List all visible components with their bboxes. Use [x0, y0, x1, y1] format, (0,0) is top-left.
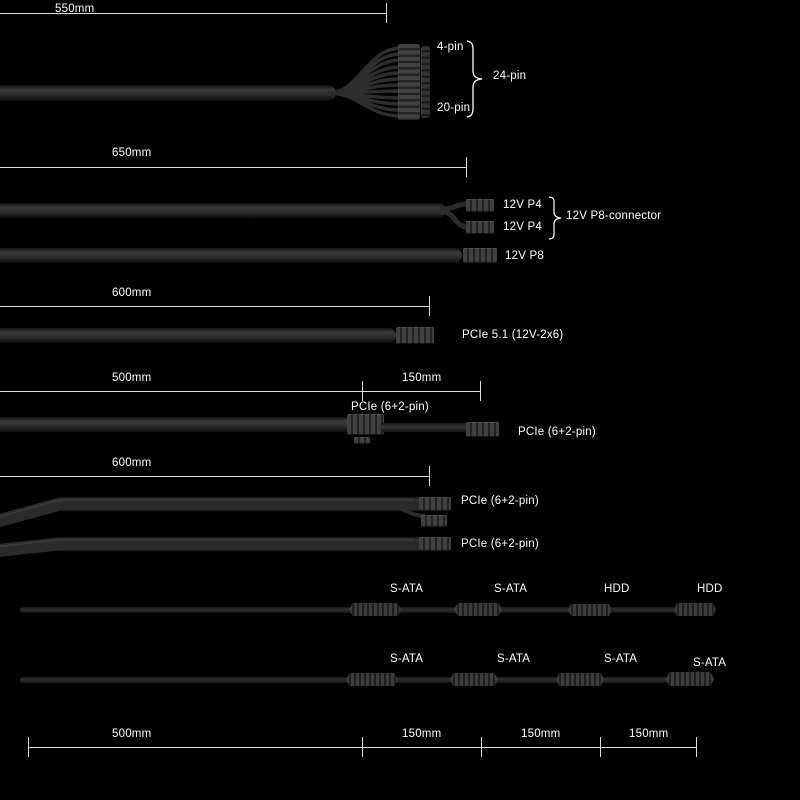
label-12v-p8: 12V P8	[505, 250, 544, 262]
measurement-label-150d: 150mm	[629, 728, 669, 740]
measure-tick	[386, 3, 387, 23]
label-4pin: 4-pin	[437, 41, 464, 53]
measure-line-650	[0, 167, 467, 168]
connector-pcie-mid	[347, 414, 384, 435]
brace-p8-connector	[548, 196, 562, 240]
measurement-label-500a: 500mm	[112, 372, 152, 384]
cable-atx-24pin	[0, 85, 336, 101]
connector-12v-p4-bottom	[466, 221, 494, 234]
measure-line-500-150	[0, 391, 481, 392]
measure-tick	[600, 737, 601, 757]
measure-line-550	[0, 13, 387, 14]
measure-line-600a	[0, 306, 430, 307]
measure-tick	[481, 737, 482, 757]
connector-pcie-pair-2pin	[421, 515, 447, 527]
cable-pcie51	[0, 328, 396, 343]
label-hdd-1: HDD	[604, 583, 630, 595]
connector-12v-p8	[463, 248, 497, 263]
cpu-wire-split	[439, 201, 471, 230]
connector-sata	[349, 603, 401, 616]
label-pcie-pair-bottom: PCIe (6+2-pin)	[461, 538, 539, 550]
measure-tick	[362, 381, 363, 401]
label-sata-4: S-ATA	[497, 653, 531, 665]
label-pcie51: PCIe 5.1 (12V-2x6)	[462, 329, 564, 341]
label-12v-p4-bottom: 12V P4	[503, 221, 542, 233]
connector-sata	[454, 603, 502, 616]
cable-pcie-chain1	[0, 417, 352, 432]
label-sata-6: S-ATA	[693, 657, 727, 669]
label-pcie-pair-top: PCIe (6+2-pin)	[461, 495, 539, 507]
measurement-label-150a: 150mm	[402, 372, 442, 384]
measurement-label-650: 650mm	[112, 147, 152, 159]
measure-tick	[480, 381, 481, 401]
connector-hdd	[568, 604, 612, 616]
connector-pcie-mid-2pin	[354, 437, 370, 444]
connector-sata	[556, 673, 604, 686]
cable-cpu-p8	[0, 248, 462, 263]
measure-tick	[362, 737, 363, 757]
label-sata-1: S-ATA	[390, 583, 424, 595]
connector-pcie-pair-bottom	[419, 537, 451, 551]
connector-sata	[450, 673, 498, 686]
connector-hdd	[674, 603, 716, 616]
label-hdd-2: HDD	[697, 583, 723, 595]
atx-connector-pins	[421, 46, 430, 118]
measurement-label-600b: 600mm	[112, 457, 152, 469]
cable-cpu-p4p4	[0, 203, 446, 218]
measure-tick	[429, 466, 430, 486]
measure-tick	[466, 157, 467, 177]
atx-connector-body	[398, 44, 420, 120]
label-sata-3: S-ATA	[390, 653, 424, 665]
measure-line-600b	[0, 476, 430, 477]
connector-12v-p4-top	[466, 199, 494, 212]
connector-pcie-pair-top	[419, 497, 451, 511]
measure-tick	[696, 737, 697, 757]
measurement-label-150b: 150mm	[402, 728, 442, 740]
label-sata-5: S-ATA	[604, 653, 638, 665]
connector-sata	[666, 672, 714, 686]
connector-pcie51	[396, 327, 434, 344]
label-12v-p4-top: 12V P4	[503, 199, 542, 211]
connector-sata	[346, 673, 398, 686]
measurement-label-150c: 150mm	[521, 728, 561, 740]
measure-tick	[429, 296, 430, 316]
label-sata-2: S-ATA	[494, 583, 528, 595]
cable-pcie-extension	[380, 423, 470, 432]
label-24pin: 24-pin	[493, 70, 527, 82]
measurement-label-500b: 500mm	[112, 728, 152, 740]
measurement-label-550: 550mm	[55, 3, 95, 15]
brace-24pin	[466, 40, 483, 118]
measure-tick	[28, 737, 29, 757]
atx-wire-fan	[327, 46, 403, 118]
connector-pcie-end	[466, 422, 499, 437]
label-12v-p8-connector: 12V P8-connector	[566, 210, 662, 222]
label-20pin: 20-pin	[437, 102, 471, 114]
pcie-pair-cables	[0, 497, 426, 557]
label-pcie-end: PCIe (6+2-pin)	[518, 426, 596, 438]
label-pcie-mid: PCIe (6+2-pin)	[351, 401, 429, 413]
measurement-label-600a: 600mm	[112, 287, 152, 299]
